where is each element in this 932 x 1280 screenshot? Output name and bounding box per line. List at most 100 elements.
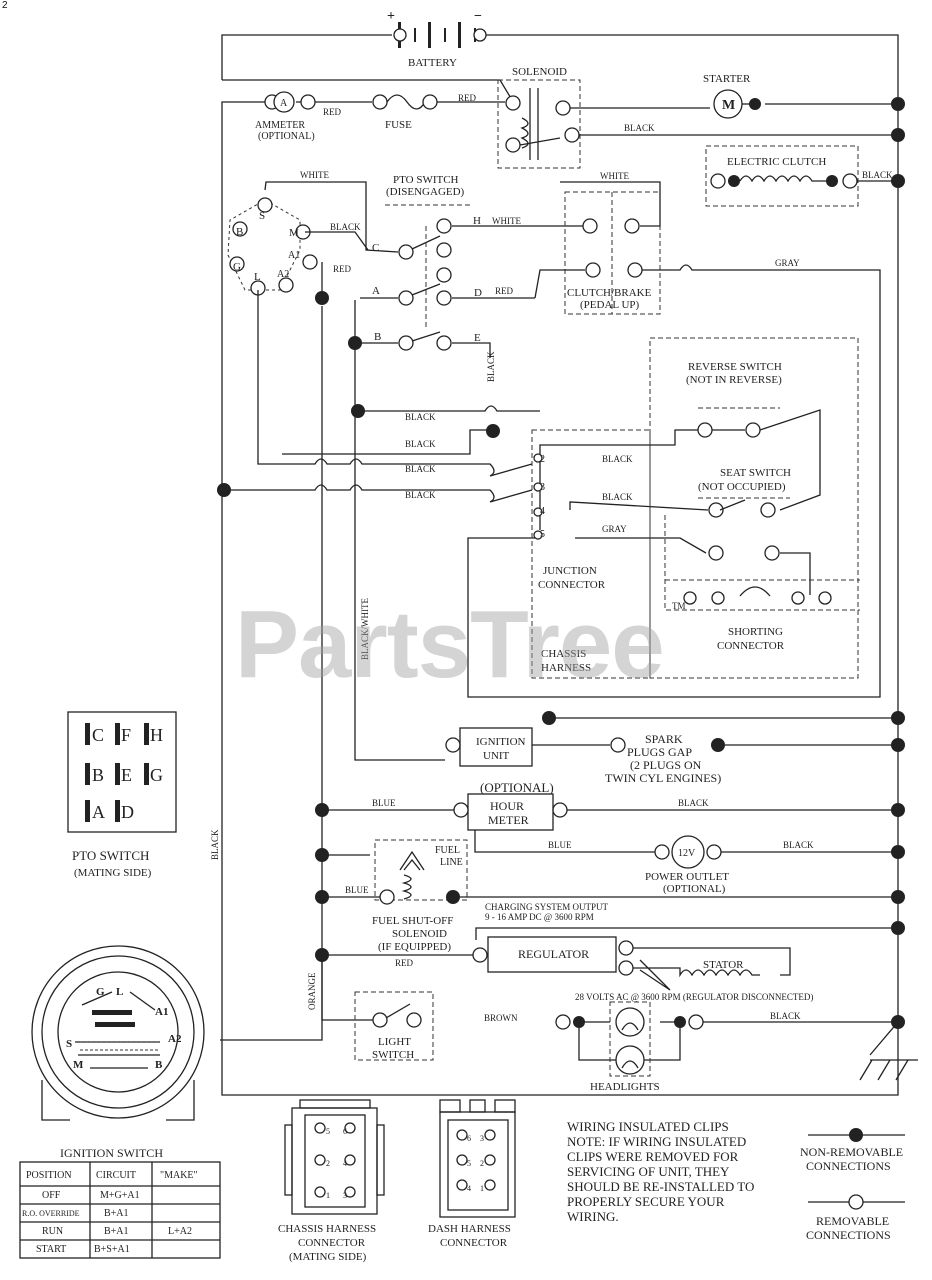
note-line-3: CLIPS WERE REMOVED FOR <box>567 1149 739 1164</box>
ignition-switch-face <box>31 945 205 1121</box>
ammeter-label: AMMETER <box>255 120 305 131</box>
regulator-label: REGULATOR <box>518 947 589 961</box>
svg-text:START: START <box>36 1244 66 1255</box>
svg-text:RED: RED <box>395 958 414 968</box>
ignition-switch-title: IGNITION SWITCH <box>60 1146 163 1160</box>
svg-text:M+G+A1: M+G+A1 <box>100 1190 140 1201</box>
pto-switch-label: PTO SWITCH <box>393 174 459 186</box>
pto-switch-note: (DISENGAGED) <box>386 186 465 198</box>
battery <box>393 22 487 48</box>
ignition-unit-label-2: UNIT <box>483 750 510 762</box>
regulator-box <box>487 936 617 973</box>
ammeter <box>273 91 295 113</box>
svg-text:3: 3 <box>343 1191 347 1200</box>
svg-text:B+A1: B+A1 <box>104 1226 129 1237</box>
shorting-label-2: CONNECTOR <box>717 640 785 652</box>
charging-label-1: CHARGING SYSTEM OUTPUT <box>485 902 609 912</box>
svg-text:A1: A1 <box>288 250 300 261</box>
legend-non-removable: NON-REMOVABLE <box>800 1145 903 1159</box>
pto-mating-grid <box>85 723 149 822</box>
hour-meter-note: (OPTIONAL) <box>480 780 554 795</box>
legend-connections-1: CONNECTIONS <box>806 1159 891 1173</box>
svg-text:4: 4 <box>343 1159 347 1168</box>
svg-text:BLACK: BLACK <box>783 840 814 850</box>
svg-text:BLACK: BLACK <box>405 412 436 422</box>
ignition-unit-box <box>459 727 533 767</box>
ignition-table <box>19 1161 221 1259</box>
note-line-1: WIRING INSULATED CLIPS <box>567 1119 729 1134</box>
junction-label-1: JUNCTION <box>543 565 597 577</box>
seat-switch-note: (NOT OCCUPIED) <box>698 481 786 493</box>
spark-label-1: SPARK <box>645 732 683 746</box>
svg-text:D: D <box>121 802 134 822</box>
dash-harness-connector <box>439 1099 516 1218</box>
note-line-2: NOTE: IF WIRING INSULATED <box>567 1134 746 1149</box>
junction-label-2: CONNECTOR <box>538 579 606 591</box>
svg-text:2: 2 <box>326 1159 330 1168</box>
reverse-area <box>649 337 859 679</box>
svg-text:E: E <box>474 332 481 344</box>
svg-text:GRAY: GRAY <box>775 258 800 268</box>
dash-connector-label-1: DASH HARNESS <box>428 1223 511 1235</box>
fuel-solenoid-label-2: SOLENOID <box>392 928 447 940</box>
svg-text:5: 5 <box>467 1159 471 1168</box>
svg-text:A: A <box>372 285 380 297</box>
spark-label-2: PLUGS GAP <box>627 745 692 759</box>
fuel-solenoid-label-3: (IF EQUIPPED) <box>378 941 451 953</box>
svg-text:CIRCUIT: CIRCUIT <box>96 1170 136 1181</box>
svg-text:BLUE: BLUE <box>548 840 572 850</box>
hour-meter-label-2: METER <box>488 813 529 827</box>
light-switch-label-1: LIGHT <box>378 1036 411 1048</box>
legend-non-removable-dot <box>849 1128 863 1142</box>
light-switch-box <box>354 991 434 1061</box>
charging-label-2: 9 - 16 AMP DC @ 3600 RPM <box>485 912 594 922</box>
legend-connections-2: CONNECTIONS <box>806 1228 891 1242</box>
svg-text:5: 5 <box>326 1127 330 1136</box>
svg-text:B+S+A1: B+S+A1 <box>94 1244 130 1255</box>
svg-text:L+A2: L+A2 <box>168 1226 192 1237</box>
watermark: PartsTree <box>235 591 665 698</box>
svg-text:BLACK: BLACK <box>405 464 436 474</box>
svg-text:E: E <box>121 765 132 785</box>
chassis-harness-box <box>531 429 651 679</box>
light-switch-label-2: SWITCH <box>372 1049 414 1061</box>
ammeter-note: (OPTIONAL) <box>258 131 315 142</box>
svg-text:3: 3 <box>480 1134 484 1143</box>
svg-text:2: 2 <box>480 1159 484 1168</box>
svg-text:M: M <box>289 227 299 239</box>
svg-text:5: 5 <box>540 529 545 540</box>
chassis-connector-label-1: CHASSIS HARNESS <box>278 1223 376 1235</box>
svg-text:H: H <box>473 215 481 227</box>
note-line-7: WIRING. <box>567 1209 619 1224</box>
battery-neg-label: − <box>474 9 482 24</box>
svg-text:B: B <box>374 331 381 343</box>
fuel-solenoid-box <box>374 839 468 901</box>
svg-text:BLUE: BLUE <box>345 885 369 895</box>
svg-text:B: B <box>155 1059 163 1071</box>
chassis-label-2: HARNESS <box>541 662 591 674</box>
svg-text:BLACK/WHITE: BLACK/WHITE <box>360 598 370 660</box>
stator-note: 28 VOLTS AC @ 3600 RPM (REGULATOR DISCON… <box>575 992 813 1002</box>
seat-switch-label: SEAT SWITCH <box>720 467 791 479</box>
note-line-4: SERVICING OF UNIT, THEY <box>567 1164 730 1179</box>
svg-text:12V: 12V <box>678 848 696 859</box>
svg-text:BLUE: BLUE <box>372 798 396 808</box>
headlight-2 <box>615 1045 645 1075</box>
svg-text:G: G <box>150 765 163 785</box>
svg-text:BLACK: BLACK <box>210 829 220 860</box>
svg-text:3: 3 <box>540 482 545 493</box>
headlights-label: HEADLIGHTS <box>590 1081 660 1093</box>
svg-text:L: L <box>116 986 123 998</box>
svg-text:BLACK: BLACK <box>405 439 436 449</box>
svg-text:BLACK: BLACK <box>602 454 633 464</box>
spark-label-4: TWIN CYL ENGINES) <box>605 771 721 785</box>
legend-removable: REMOVABLE <box>816 1214 889 1228</box>
fuse-label: FUSE <box>385 119 412 131</box>
fuel-solenoid-label-1: FUEL SHUT-OFF <box>372 915 453 927</box>
svg-text:1: 1 <box>326 1191 330 1200</box>
svg-text:RED: RED <box>458 93 477 103</box>
note-line-6: PROPERLY SECURE YOUR <box>567 1194 725 1209</box>
svg-text:4: 4 <box>540 506 545 517</box>
svg-text:H: H <box>150 725 163 745</box>
